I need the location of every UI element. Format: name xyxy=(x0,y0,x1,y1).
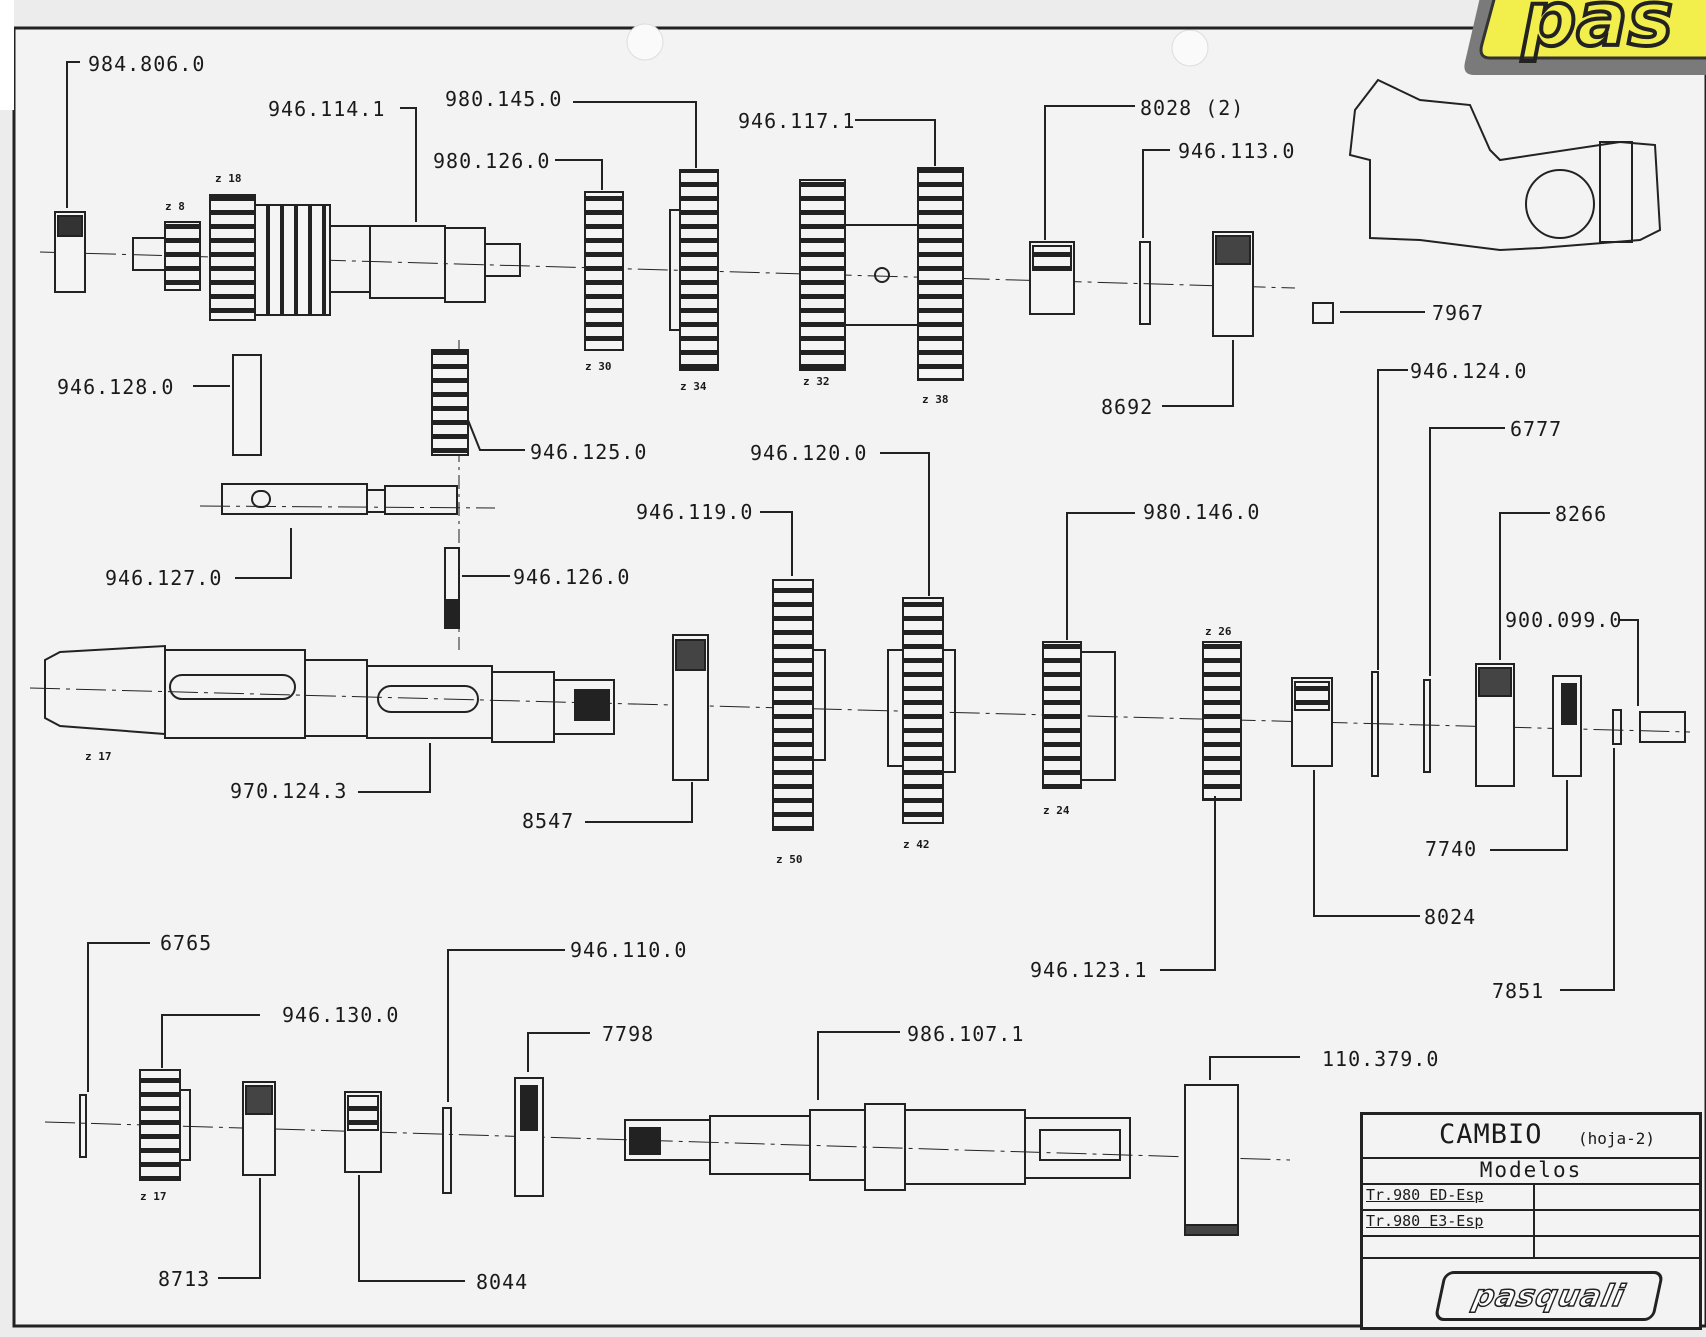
tooth-count-z26: z 26 xyxy=(1205,625,1232,638)
part-label-980-126-0: 980.126.0 xyxy=(433,149,551,173)
tooth-count-z50: z 50 xyxy=(776,853,803,866)
tooth-count-z42: z 42 xyxy=(903,838,930,851)
part-label-900-099-0: 900.099.0 xyxy=(1505,608,1623,632)
models-heading: Modelos xyxy=(1363,1157,1699,1185)
part-label-7740: 7740 xyxy=(1425,837,1478,861)
tooth-count-z18: z 18 xyxy=(215,172,242,185)
part-label-970-124-3: 970.124.3 xyxy=(230,779,348,803)
part-label-946-114-1: 946.114.1 xyxy=(268,97,386,121)
part-label-7851: 7851 xyxy=(1492,979,1545,1003)
part-label-946-110-0: 946.110.0 xyxy=(570,938,688,962)
punch-hole xyxy=(1171,29,1209,67)
part-label-946-124-0: 946.124.0 xyxy=(1410,359,1528,383)
part-label-6777: 6777 xyxy=(1510,417,1563,441)
part-label-984-806-0: 984.806.0 xyxy=(88,52,206,76)
part-label-946-125-0: 946.125.0 xyxy=(530,440,648,464)
part-label-7967: 7967 xyxy=(1432,301,1485,325)
tooth-count-z24: z 24 xyxy=(1043,804,1070,817)
part-label-946-117-1: 946.117.1 xyxy=(738,109,856,133)
model-row: Tr.980 E3-Esp xyxy=(1363,1209,1699,1237)
part-label-8266: 8266 xyxy=(1555,502,1608,526)
part-label-6765: 6765 xyxy=(160,931,213,955)
tooth-count-z32: z 32 xyxy=(803,375,830,388)
part-label-8044: 8044 xyxy=(476,1270,529,1294)
part-label-8713: 8713 xyxy=(158,1267,211,1291)
part-label-8547: 8547 xyxy=(522,809,575,833)
part-label-8692: 8692 xyxy=(1101,395,1154,419)
tooth-count-z30: z 30 xyxy=(585,360,612,373)
title-block: CAMBIO (hoja-2) Modelos Tr.980 ED-Esp Tr… xyxy=(1360,1112,1702,1330)
tooth-count-z17-main: z 17 xyxy=(85,750,112,763)
part-label-946-126-0: 946.126.0 xyxy=(513,565,631,589)
brand-logo: pasquali xyxy=(1433,1271,1665,1321)
model-code: Tr.980 E3-Esp xyxy=(1366,1212,1484,1230)
part-label-946-123-1: 946.123.1 xyxy=(1030,958,1148,982)
tooth-count-z38: z 38 xyxy=(922,393,949,406)
part-label-946-119-0: 946.119.0 xyxy=(636,500,754,524)
part-label-986-107-1: 986.107.1 xyxy=(907,1022,1025,1046)
title-row: CAMBIO (hoja-2) xyxy=(1363,1115,1699,1159)
tooth-count-z17-lower: z 17 xyxy=(140,1190,167,1203)
brand-logo-corner: pas xyxy=(1464,0,1706,75)
corner-logo-text: pas xyxy=(1521,0,1673,63)
part-label-946-127-0: 946.127.0 xyxy=(105,566,223,590)
model-row: Tr.980 ED-Esp xyxy=(1363,1183,1699,1211)
part-label-980-145-0: 980.145.0 xyxy=(445,87,563,111)
part-label-946-130-0: 946.130.0 xyxy=(282,1003,400,1027)
part-label-946-120-0: 946.120.0 xyxy=(750,441,868,465)
model-code: Tr.980 ED-Esp xyxy=(1366,1186,1484,1204)
part-label-110-379-0: 110.379.0 xyxy=(1322,1047,1440,1071)
part-label-7798: 7798 xyxy=(602,1022,655,1046)
model-row-empty xyxy=(1363,1235,1699,1259)
part-label-946-128-0: 946.128.0 xyxy=(57,375,175,399)
punch-hole xyxy=(626,23,664,61)
part-label-8024: 8024 xyxy=(1424,905,1477,929)
part-label-980-146-0: 980.146.0 xyxy=(1143,500,1261,524)
tooth-count-z8: z 8 xyxy=(165,200,185,213)
sheet-number: (hoja-2) xyxy=(1578,1129,1656,1148)
part-label-8028: 8028 (2) xyxy=(1140,96,1245,120)
brand-logo-text: pasquali xyxy=(1469,1278,1629,1315)
drawing-title: CAMBIO xyxy=(1439,1119,1543,1150)
tooth-count-z34: z 34 xyxy=(680,380,707,393)
part-label-946-113-0: 946.113.0 xyxy=(1178,139,1296,163)
